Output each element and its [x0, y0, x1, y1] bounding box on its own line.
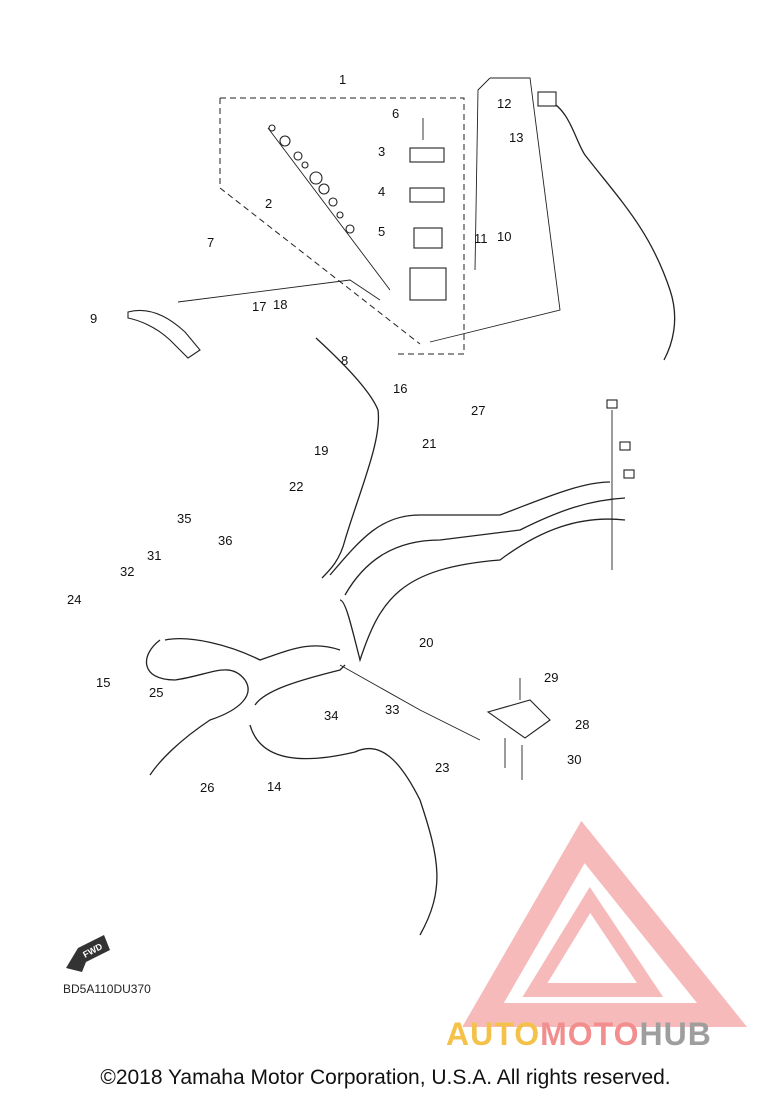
- callout-7: 7: [207, 235, 214, 250]
- callout-34: 34: [324, 708, 338, 723]
- hose-bracket: [339, 664, 551, 780]
- callout-29: 29: [544, 670, 558, 685]
- callout-1: 1: [339, 72, 346, 87]
- brake-pipes: [329, 481, 626, 663]
- front-brake-hose: [315, 337, 380, 579]
- callout-35: 35: [177, 511, 191, 526]
- brake-light-switch-hose: [429, 77, 676, 361]
- abs-hoses: [145, 638, 438, 936]
- master-cylinder-assembly-box: [219, 97, 465, 355]
- callout-16: 16: [393, 381, 407, 396]
- watermark-brand: AUTOMOTOHUB: [446, 1016, 712, 1053]
- callout-10: 10: [497, 229, 511, 244]
- callout-33: 33: [385, 702, 399, 717]
- callout-8: 8: [341, 353, 348, 368]
- fwd-arrow-icon: FWD: [66, 935, 110, 972]
- callout-23: 23: [435, 760, 449, 775]
- callout-25: 25: [149, 685, 163, 700]
- callout-20: 20: [419, 635, 433, 650]
- callout-15: 15: [96, 675, 110, 690]
- callout-21: 21: [422, 436, 436, 451]
- callout-14: 14: [267, 779, 281, 794]
- callout-17: 17: [252, 299, 266, 314]
- callout-3: 3: [378, 144, 385, 159]
- callout-31: 31: [147, 548, 161, 563]
- callout-4: 4: [378, 184, 385, 199]
- callout-22: 22: [289, 479, 303, 494]
- callout-24: 24: [67, 592, 81, 607]
- watermark-logo-icon: [462, 820, 748, 1027]
- callout-26: 26: [200, 780, 214, 795]
- callout-19: 19: [314, 443, 328, 458]
- callout-32: 32: [120, 564, 134, 579]
- brand-hub: HUB: [639, 1016, 712, 1052]
- diagram-code: BD5A110DU370: [63, 982, 151, 996]
- callout-36: 36: [218, 533, 232, 548]
- reservoir-parts: [409, 118, 447, 301]
- brand-auto: AUTO: [446, 1016, 541, 1052]
- callout-18: 18: [273, 297, 287, 312]
- callout-11: 11: [474, 231, 488, 246]
- callout-9: 9: [90, 311, 97, 326]
- callout-30: 30: [567, 752, 581, 767]
- callout-28: 28: [575, 717, 589, 732]
- banjo-bolts-stack: [606, 399, 635, 570]
- callout-13: 13: [509, 130, 523, 145]
- callout-numbers: 1 2 3 4 5 6 7 8 9 10 11 12 13 14 15 16 1…: [67, 72, 589, 795]
- brake-lever: [127, 279, 381, 359]
- callout-2: 2: [265, 196, 272, 211]
- callout-5: 5: [378, 224, 385, 239]
- brand-moto: MOTO: [540, 1016, 640, 1052]
- callout-27: 27: [471, 403, 485, 418]
- callout-12: 12: [497, 96, 511, 111]
- callout-6: 6: [392, 106, 399, 121]
- seal-kit-parts: [267, 124, 391, 291]
- copyright-text: ©2018 Yamaha Motor Corporation, U.S.A. A…: [100, 1066, 671, 1089]
